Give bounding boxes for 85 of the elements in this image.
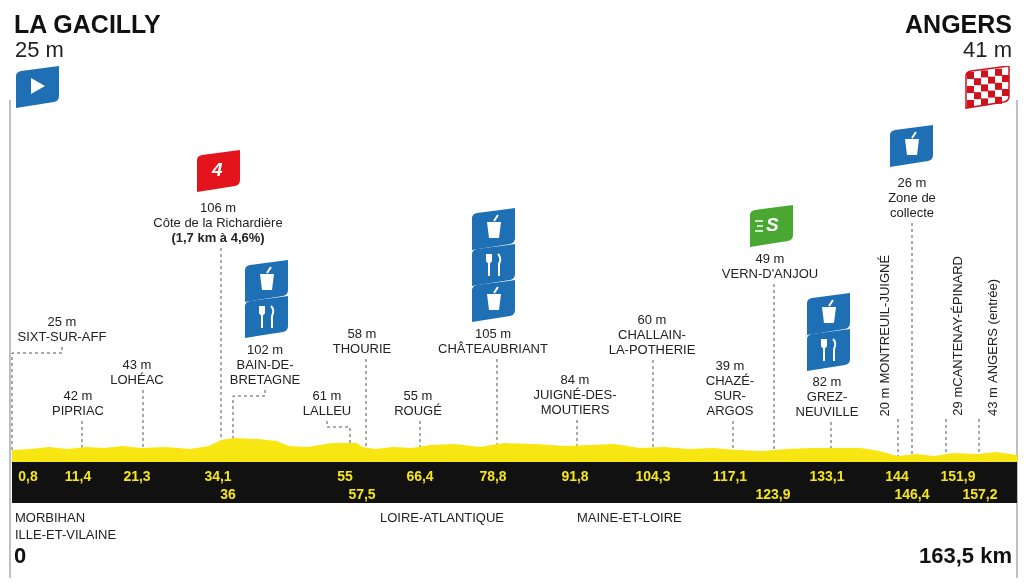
leader-line bbox=[830, 421, 832, 449]
elevation-text: 60 m bbox=[636, 312, 668, 327]
elevation-text: 43 m bbox=[984, 387, 1000, 416]
leader-line bbox=[419, 420, 421, 448]
elevation-profile bbox=[12, 438, 1018, 462]
leader-line bbox=[732, 420, 734, 451]
distance-marker: 21,3 bbox=[123, 468, 151, 484]
place-name: GREZ- NEUVILLE bbox=[794, 389, 860, 419]
distance-marker: 117,1 bbox=[712, 468, 748, 484]
department-name: MAINE-ET-LOIRE bbox=[577, 510, 682, 525]
elevation-text: 25 m bbox=[46, 314, 78, 329]
place-name: Zone de collecte bbox=[887, 190, 937, 220]
elevation-text: 105 m bbox=[473, 326, 513, 341]
elevation-text: 42 m bbox=[62, 388, 94, 403]
elevation-text: 26 m bbox=[896, 175, 928, 190]
climb-details: (1,7 km à 4,6%) bbox=[170, 230, 266, 245]
elevation-text: 61 m bbox=[311, 388, 343, 403]
place-name: BAIN-DE- BRETAGNE bbox=[228, 357, 302, 387]
place-name: ANGERS (entrée) bbox=[984, 279, 1000, 384]
distance-marker: 78,8 bbox=[479, 468, 507, 484]
place-name: MONTREUIL-JUIGNÉ bbox=[876, 254, 892, 384]
finish-elevation: 41 m bbox=[963, 37, 1012, 63]
distance-marker: 55 bbox=[337, 468, 353, 484]
place-name: VERN-D'ANJOU bbox=[720, 266, 820, 281]
elevation-text: 55 m bbox=[402, 388, 434, 403]
start-elevation: 25 m bbox=[15, 37, 64, 63]
department-name: MORBIHAN bbox=[15, 510, 86, 525]
leader-line bbox=[576, 419, 578, 447]
elevation-text: 58 m bbox=[346, 326, 378, 341]
leader-line bbox=[945, 418, 947, 455]
elevation-text: 20 m bbox=[876, 387, 892, 416]
leader-line bbox=[773, 283, 775, 451]
elevation-text: 102 m bbox=[245, 342, 285, 357]
finish-town: ANGERS bbox=[905, 10, 1012, 39]
place-name: PIPRIAC bbox=[51, 403, 105, 418]
elevation-text: 29 m bbox=[949, 387, 965, 416]
distance-marker: 57,5 bbox=[348, 486, 376, 502]
place-name: Côte de la Richardière bbox=[152, 215, 284, 230]
distance-marker: 123,9 bbox=[755, 486, 791, 502]
place-name: LOHÉAC bbox=[109, 372, 165, 387]
place-name: CHALLAIN- LA-POTHERIE bbox=[607, 327, 697, 357]
leader-line bbox=[496, 358, 498, 445]
place-name: ROUGÉ bbox=[393, 403, 443, 418]
leader-line bbox=[652, 359, 654, 448]
department-name: ILLE-ET-VILAINE bbox=[15, 527, 117, 542]
climb-category: 4 bbox=[212, 159, 223, 181]
elevation-text: 106 m bbox=[198, 200, 238, 215]
leader-line bbox=[142, 389, 144, 449]
distance-marker: 34,1 bbox=[204, 468, 232, 484]
place-name: CHÂTEAUBRIANT bbox=[437, 341, 549, 356]
leader-line bbox=[365, 358, 367, 449]
place-name: JUIGNÉ-DES- MOUTIERS bbox=[532, 387, 618, 417]
leader-line bbox=[911, 222, 913, 455]
place-name: CHAZÉ- SUR- ARGOS bbox=[704, 373, 756, 418]
place-name: LALLEU bbox=[301, 403, 353, 418]
total-distance: 163,5 km bbox=[919, 543, 1012, 569]
sprint-letter: S bbox=[766, 214, 779, 236]
start-town: LA GACILLY bbox=[14, 10, 161, 39]
distance-marker: 133,1 bbox=[809, 468, 845, 484]
distance-marker: 146,4 bbox=[894, 486, 930, 502]
leader-line bbox=[81, 420, 83, 448]
place-name: CANTENAY-ÉPINARD bbox=[949, 256, 965, 388]
distance-marker: 11,4 bbox=[64, 468, 92, 484]
leader-line bbox=[326, 420, 351, 444]
place-name: SIXT-SUR-AFF bbox=[16, 329, 108, 344]
elevation-text: 82 m bbox=[811, 374, 843, 389]
leader-line bbox=[11, 346, 63, 451]
leader-line bbox=[232, 389, 266, 439]
department-name: LOIRE-ATLANTIQUE bbox=[380, 510, 504, 525]
distance-marker: 144 bbox=[885, 468, 909, 484]
leader-line bbox=[978, 418, 980, 455]
elevation-text: 49 m bbox=[754, 251, 786, 266]
place-name: THOURIE bbox=[331, 341, 393, 356]
elevation-text: 39 m bbox=[714, 358, 746, 373]
distance-marker: 151,9 bbox=[940, 468, 976, 484]
distance-marker: 91,8 bbox=[561, 468, 589, 484]
start-distance: 0 bbox=[14, 543, 27, 569]
distance-marker: 36 bbox=[220, 486, 236, 502]
elevation-text: 43 m bbox=[121, 357, 153, 372]
distance-marker: 66,4 bbox=[406, 468, 434, 484]
distance-marker: 0,8 bbox=[18, 468, 38, 484]
distance-marker: 157,2 bbox=[962, 486, 998, 502]
elevation-text: 84 m bbox=[559, 372, 591, 387]
distance-marker: 104,3 bbox=[635, 468, 671, 484]
leader-line bbox=[897, 418, 899, 457]
